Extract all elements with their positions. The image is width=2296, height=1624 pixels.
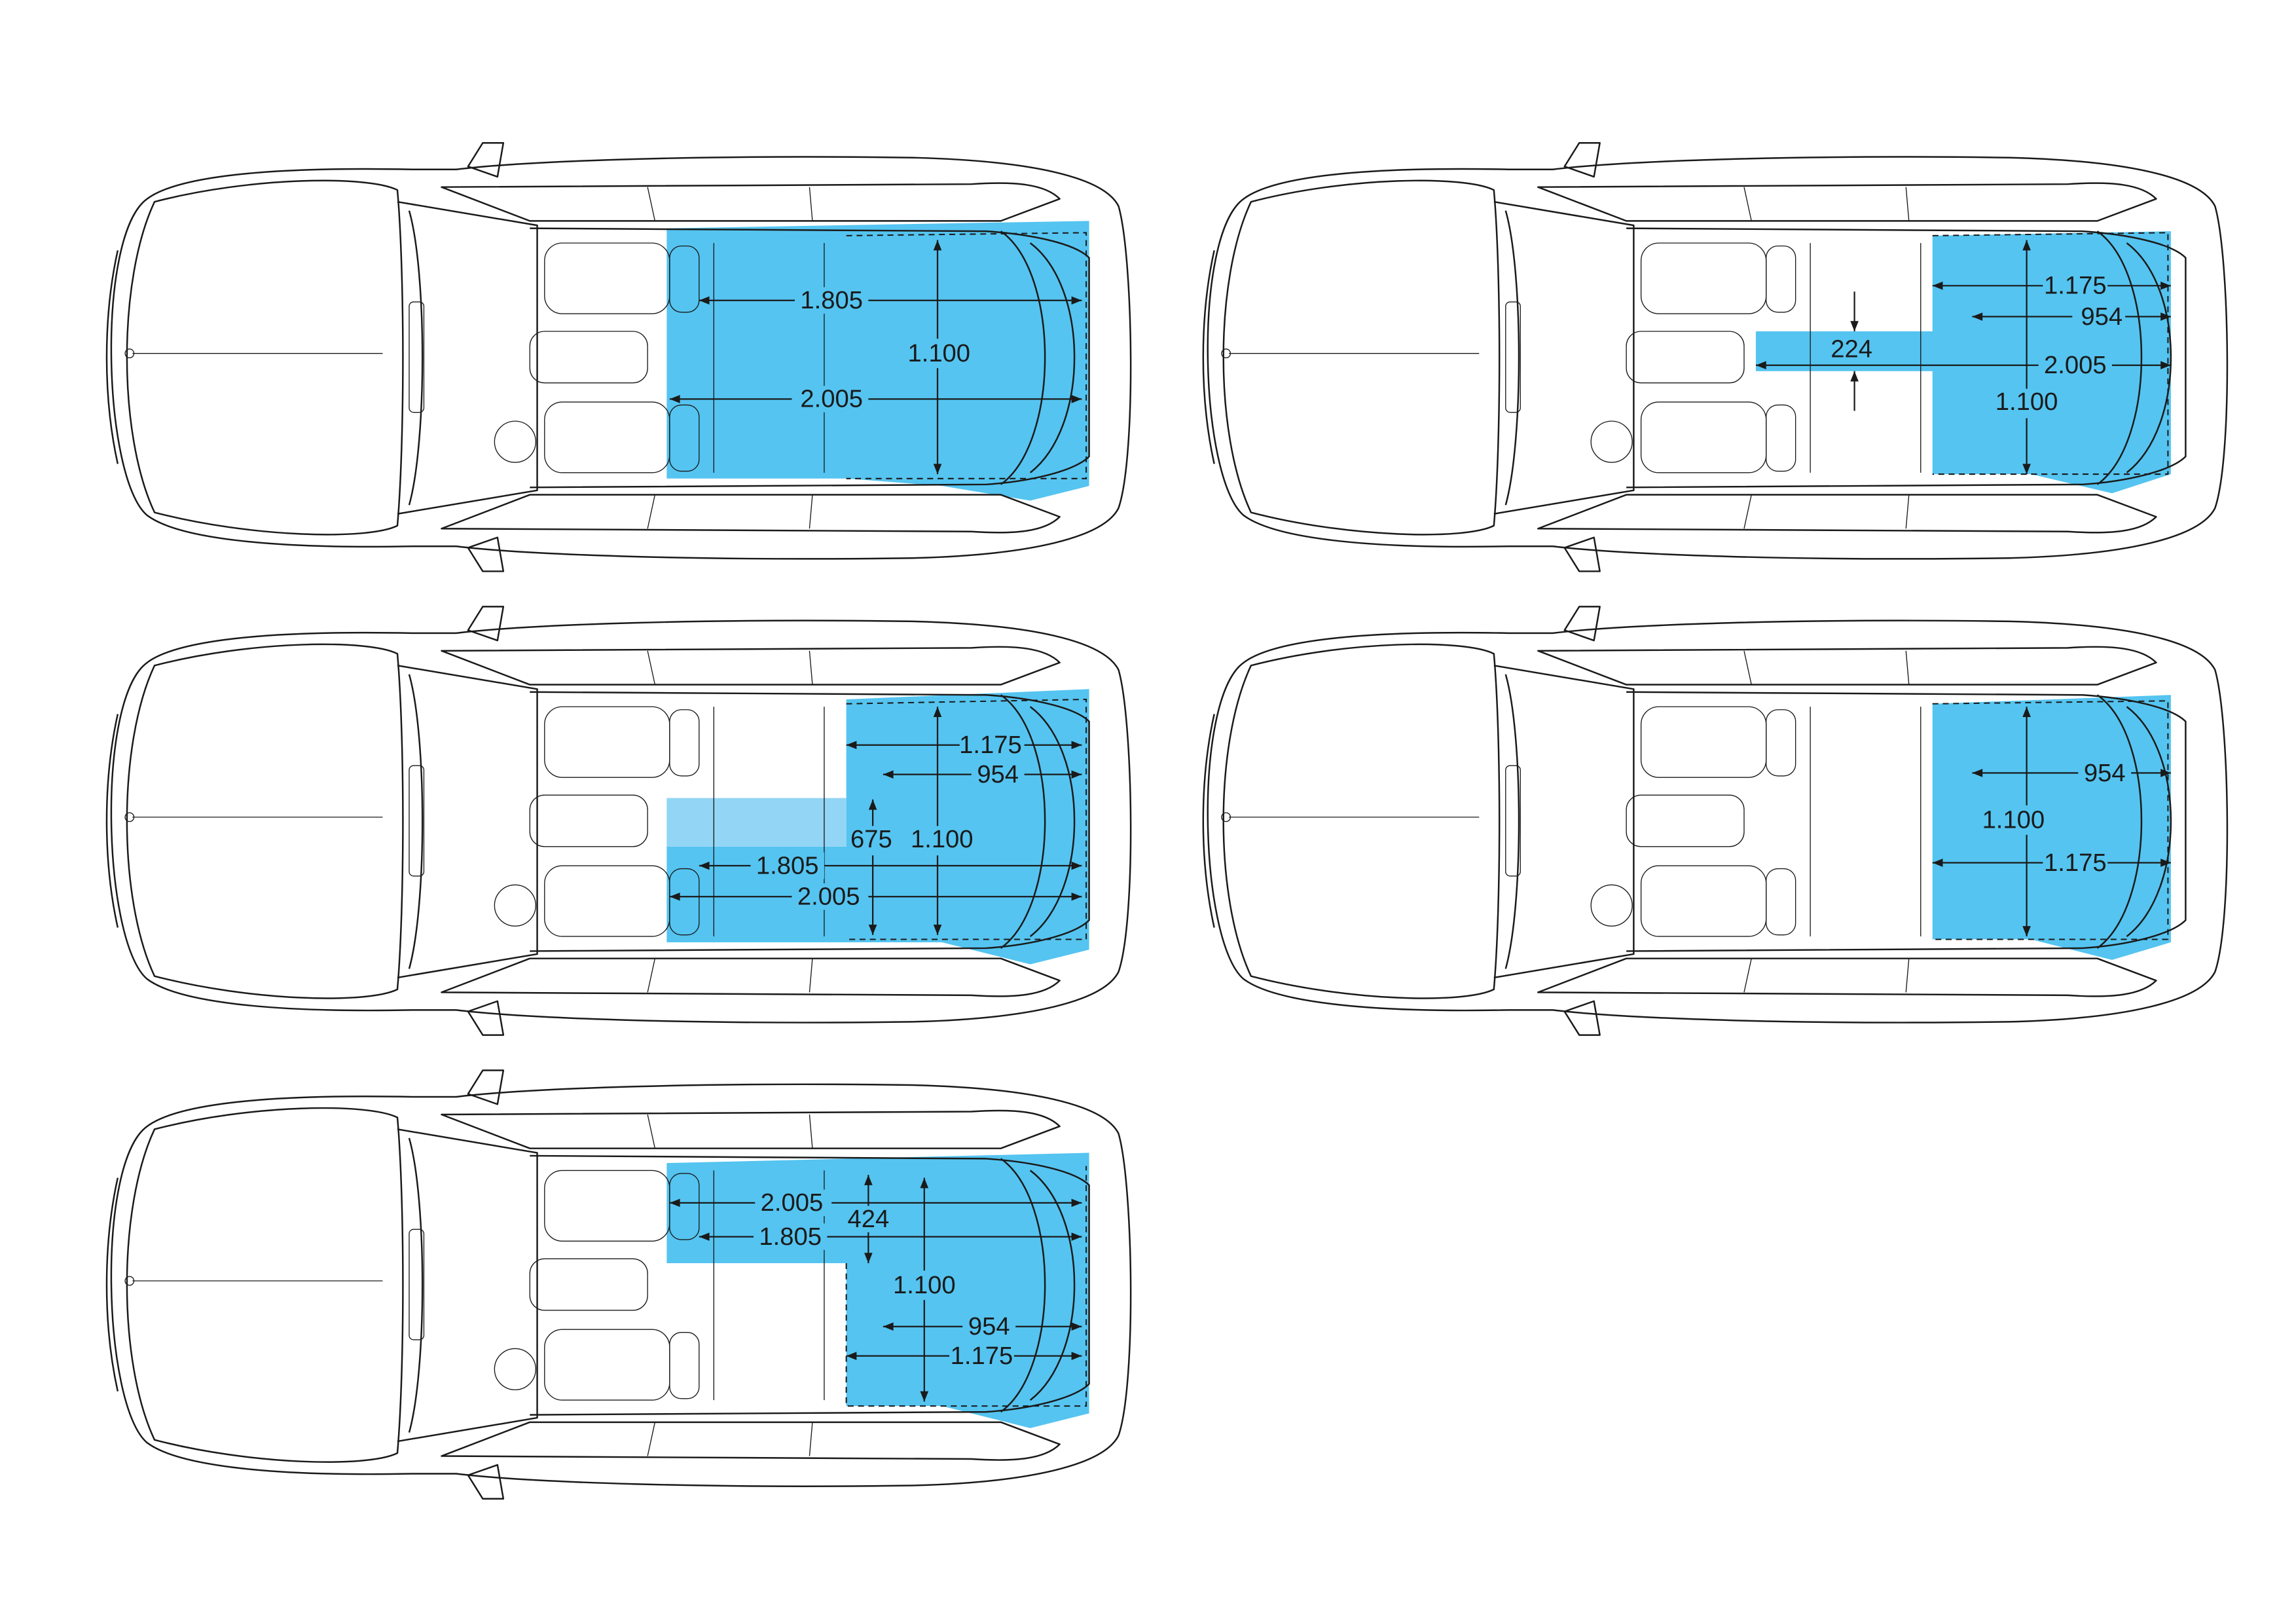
dimension-label: 1.175 — [959, 731, 1022, 759]
dimension-label: 2.005 — [800, 385, 863, 413]
dimension-label: 1.100 — [1982, 806, 2045, 834]
cargo-area-partial — [666, 798, 847, 847]
cargo-area — [666, 1153, 1089, 1428]
diagram-rear-seats-with-loading-through: 1.175 954 2.005 1.100 224 — [1203, 143, 2227, 571]
dimension-label: 424 — [847, 1205, 889, 1233]
dimension-label: 954 — [2081, 303, 2123, 331]
cargo-area — [1932, 695, 2171, 960]
dimension-label: 1.805 — [756, 851, 819, 879]
dimension-label: 1.100 — [1995, 388, 2058, 416]
diagram-rear-seats-upright: 954 1.100 1.175 — [1203, 606, 2227, 1035]
dimension-label: 1.805 — [759, 1223, 822, 1251]
dimension-label: 1.100 — [911, 825, 974, 853]
dimension-label: 2.005 — [797, 883, 860, 911]
diagram-all-seats-folded: 1.805 2.005 1.100 — [107, 143, 1131, 571]
dimension-label: 1.100 — [893, 1271, 956, 1299]
dimension-label: 1.805 — [800, 286, 863, 314]
diagram-center-seat-folded: 1.175 954 675 1.100 1.805 2.005 — [107, 606, 1131, 1035]
dimension-label: 2.005 — [2044, 351, 2107, 379]
dimension-label: 1.175 — [2044, 272, 2107, 300]
dimension-label: 1.175 — [951, 1342, 1013, 1370]
dimension-label: 954 — [2084, 759, 2126, 787]
dimension-label: 675 — [850, 825, 892, 853]
dimension-label: 954 — [968, 1312, 1010, 1340]
dimension-label: 2.005 — [761, 1189, 824, 1217]
dimension-label: 954 — [977, 760, 1019, 788]
cargo-area — [666, 221, 1089, 501]
dimension-label: 1.175 — [2044, 849, 2107, 877]
dimension-label: 224 — [1831, 335, 1872, 363]
diagram-one-side-folded: 2.005 424 1.805 1.100 954 1.175 — [107, 1071, 1131, 1499]
dimension-label: 1.100 — [907, 339, 970, 367]
